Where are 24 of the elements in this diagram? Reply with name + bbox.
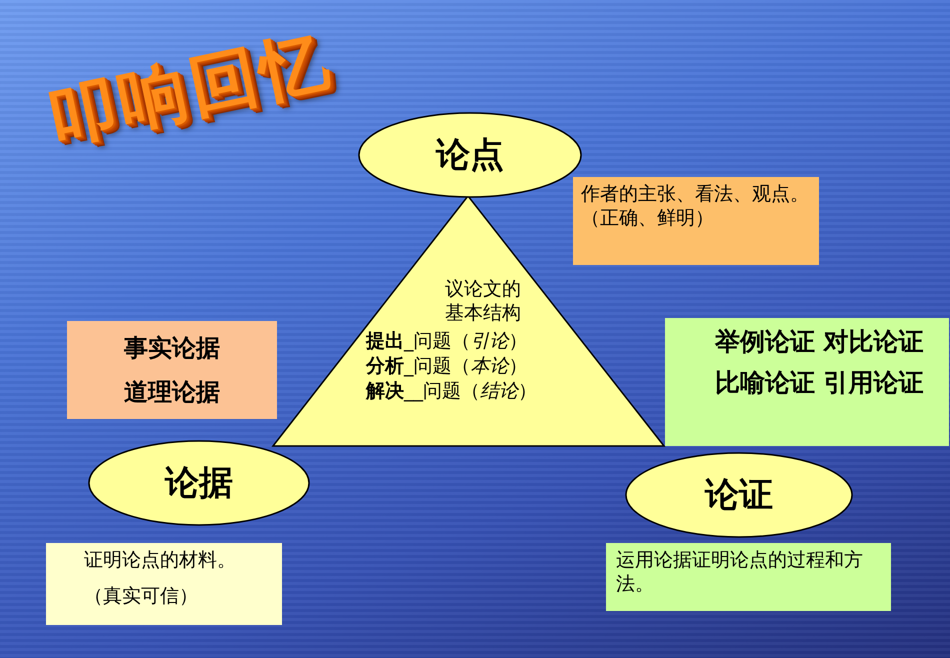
note-box (606, 543, 891, 611)
title: 叩响回忆 (40, 20, 340, 160)
node-label: 论据 (165, 462, 233, 505)
node-label: 论证 (705, 474, 773, 517)
text: 比喻论证 引用论证 (714, 367, 925, 398)
method-box (665, 318, 949, 446)
heading: 议论文的基本结构 (444, 277, 522, 325)
note-box (46, 543, 282, 625)
text: 作者的主张、看法、观点。（正确、鲜明） (581, 183, 810, 230)
text: 运用论据证明论点的过程和方法。 (616, 549, 864, 596)
ellipse-node (358, 112, 582, 198)
node-label: 论点 (436, 134, 504, 177)
evidence-types-box (67, 321, 277, 419)
structure-line: 解决__问题（结论） (366, 379, 537, 403)
text: 举例论证 对比论证 (714, 326, 925, 358)
structure-line: 提出_问题（引论） (366, 329, 528, 353)
ellipse-node (625, 452, 853, 538)
text: 道理论据 (124, 377, 220, 407)
text: 证明论点的材料。 (84, 549, 237, 573)
text: 事实论据 (124, 333, 220, 363)
structure-line: 分析_问题（本论） (366, 354, 528, 378)
note-box (573, 177, 819, 265)
ellipse-node (88, 440, 310, 526)
text: （真实可信） (84, 584, 199, 608)
